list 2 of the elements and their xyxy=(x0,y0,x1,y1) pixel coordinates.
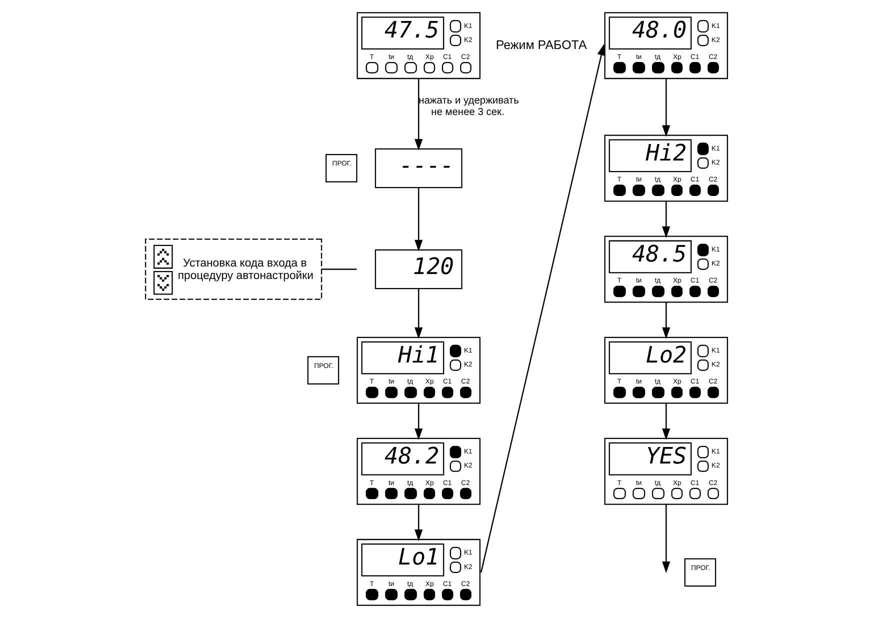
node-label: Режим РАБОТА xyxy=(495,38,586,52)
edge-label: нажать и удерживать не менее 3 сек. xyxy=(418,96,518,118)
